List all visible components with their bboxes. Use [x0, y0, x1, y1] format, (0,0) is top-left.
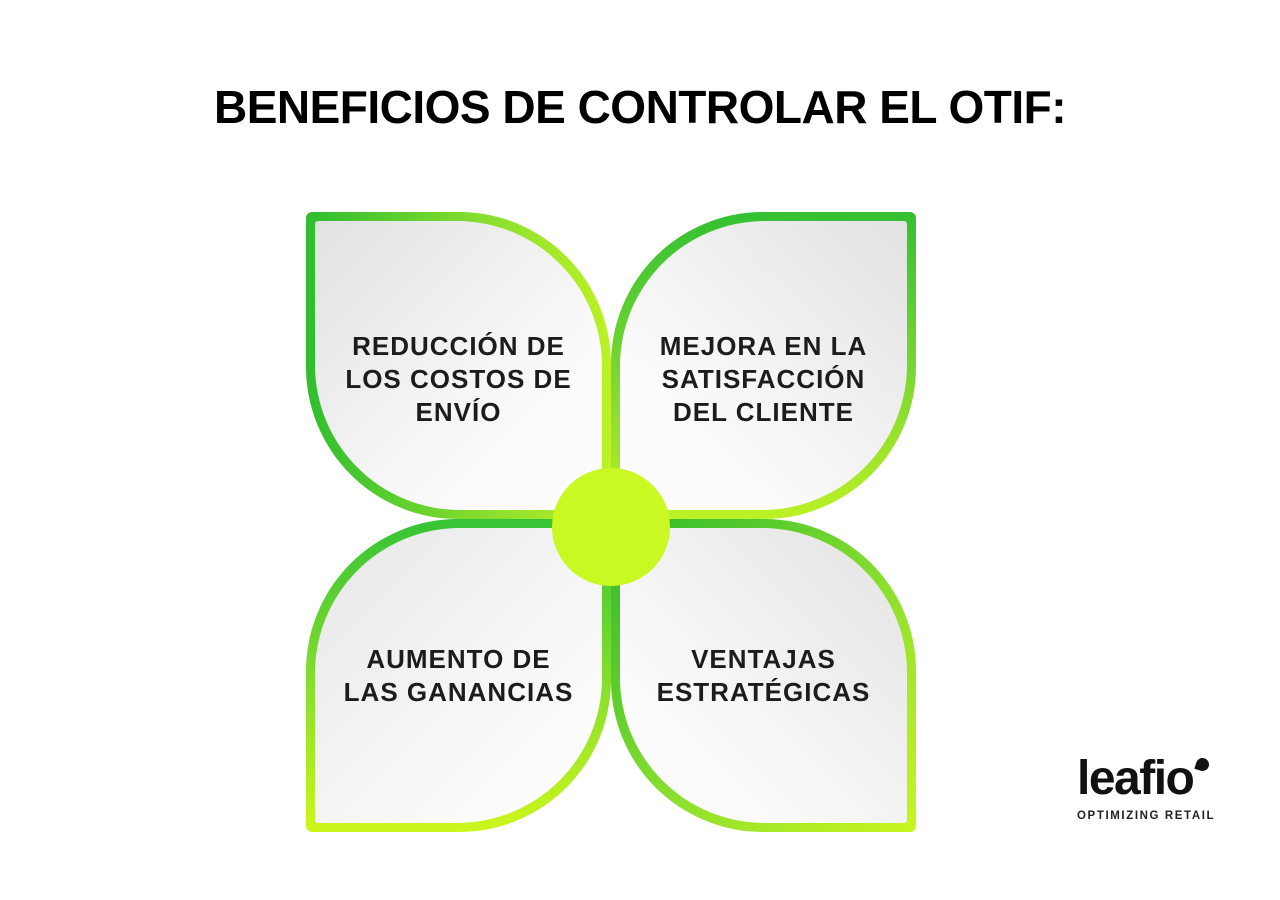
petal-bottom-right-surface: VENTAJAS ESTRATÉGICAS	[620, 528, 907, 823]
petal-bottom-left: AUMENTO DE LAS GANANCIAS	[306, 519, 611, 832]
petal-label-aumento-ganancias: AUMENTO DE LAS GANANCIAS	[343, 643, 574, 707]
petal-label-satisfaccion-cliente: MEJORA EN LA SATISFACCIÓN DEL CLIENTE	[659, 331, 868, 427]
petal-top-right: MEJORA EN LA SATISFACCIÓN DEL CLIENTE	[611, 212, 916, 519]
petal-label-ventajas-estrategicas: VENTAJAS ESTRATÉGICAS	[656, 643, 871, 707]
petal-top-left: REDUCCIÓN DE LOS COSTOS DE ENVÍO	[306, 212, 611, 519]
leafio-logo: leafio OPTIMIZING RETAIL	[1077, 752, 1216, 823]
leaf-icon	[1194, 756, 1212, 773]
petal-label-reduccion-costos: REDUCCIÓN DE LOS COSTOS DE ENVÍO	[345, 331, 572, 427]
petal-bottom-left-surface: AUMENTO DE LAS GANANCIAS	[315, 528, 602, 823]
petal-top-right-surface: MEJORA EN LA SATISFACCIÓN DEL CLIENTE	[620, 221, 907, 510]
otif-benefits-diagram: REDUCCIÓN DE LOS COSTOS DE ENVÍO MEJORA …	[306, 212, 916, 832]
logo-tagline: OPTIMIZING RETAIL	[1077, 810, 1216, 822]
page-title: BENEFICIOS DE CONTROLAR EL OTIF:	[213, 81, 1067, 133]
center-circle	[552, 468, 670, 586]
logo-wordmark: leafio	[1077, 752, 1195, 805]
logo-row: leafio	[1077, 752, 1215, 805]
petal-top-left-surface: REDUCCIÓN DE LOS COSTOS DE ENVÍO	[315, 221, 602, 510]
petal-bottom-right: VENTAJAS ESTRATÉGICAS	[611, 519, 916, 832]
